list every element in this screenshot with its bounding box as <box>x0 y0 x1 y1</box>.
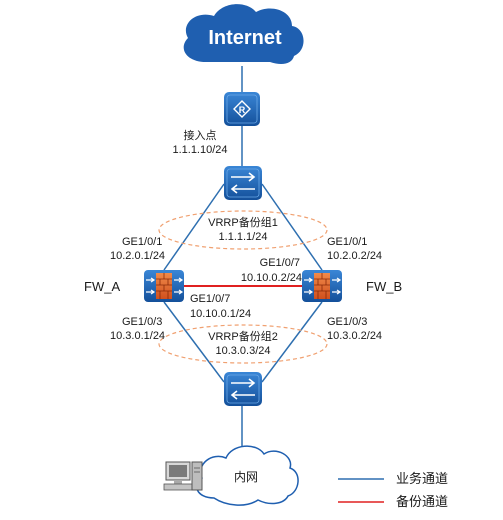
intranet-cloud-icon: 内网 <box>195 445 299 506</box>
fwb-down-interface: GE1/0/3 <box>327 316 367 328</box>
legend-backup-label: 备份通道 <box>396 494 448 509</box>
link-fwa-switch2 <box>163 301 225 383</box>
access-point-title: 接入点 <box>184 129 217 142</box>
vrrp2-ellipse <box>158 324 328 364</box>
fwa-name: FW_A <box>84 279 120 294</box>
fwa-down-ip: 10.3.0.1/24 <box>110 330 165 342</box>
fwb-up-interface: GE1/0/1 <box>327 236 367 248</box>
intranet-label: 内网 <box>234 470 258 484</box>
pc-icon <box>163 461 203 491</box>
fwa-hb-ip: 10.10.0.1/24 <box>190 308 251 320</box>
fwa-up-interface: GE1/0/1 <box>122 236 162 248</box>
access-point-ip: 1.1.1.10/24 <box>172 144 227 156</box>
fwb-name: FW_B <box>366 279 402 294</box>
legend-business-label: 业务通道 <box>396 471 448 486</box>
fwa-down-interface: GE1/0/3 <box>122 316 162 328</box>
vrrp1-name: VRRP备份组1 <box>208 215 278 229</box>
fwb-hb-ip: 10.10.0.2/24 <box>241 272 302 284</box>
vrrp1-ellipse <box>158 210 328 250</box>
link-switch-fwb <box>261 183 323 271</box>
firewall-b-icon <box>302 270 342 302</box>
svg-text:R: R <box>239 105 246 115</box>
link-switch-fwa <box>163 183 225 271</box>
fwb-down-ip: 10.3.0.2/24 <box>327 330 382 342</box>
vrrp2-name: VRRP备份组2 <box>208 329 278 343</box>
fwa-hb-interface: GE1/0/7 <box>190 293 230 305</box>
firewall-a-icon <box>144 270 184 302</box>
fwb-up-ip: 10.2.0.2/24 <box>327 250 382 262</box>
internet-label: Internet <box>208 27 282 49</box>
legend: 业务通道 备份通道 <box>338 471 448 509</box>
router-icon: R <box>224 92 260 126</box>
switch-bottom-icon <box>224 372 262 406</box>
vrrp1-ip: 1.1.1.1/24 <box>219 231 268 243</box>
fwb-hb-interface: GE1/0/7 <box>260 257 300 269</box>
fwa-up-ip: 10.2.0.1/24 <box>110 250 165 262</box>
switch-top-icon <box>224 166 262 200</box>
links <box>163 66 323 448</box>
internet-cloud-icon: Internet <box>183 4 304 64</box>
link-fwb-switch2 <box>261 301 323 383</box>
vrrp2-ip: 10.3.0.3/24 <box>215 345 270 357</box>
